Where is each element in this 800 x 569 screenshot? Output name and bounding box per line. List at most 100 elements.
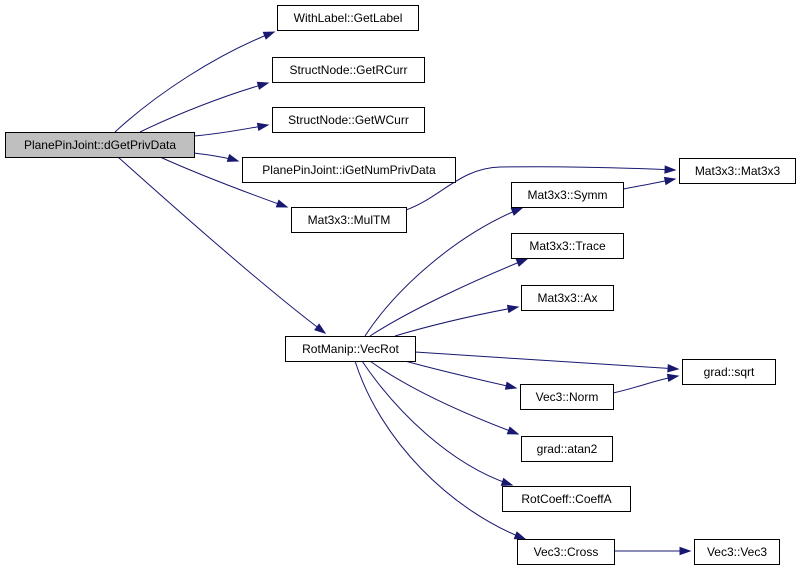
node-box [679, 158, 796, 184]
edge-vecrot-to-norm [404, 360, 518, 390]
edge-dgetprivdata-to-vecrot [117, 156, 327, 334]
edge-line [364, 207, 523, 337]
node-label: StructNode::GetWCurr [288, 113, 409, 127]
node-trace[interactable]: Mat3x3::Trace [511, 233, 624, 259]
edge-line [405, 166, 676, 211]
edge-line [404, 360, 517, 389]
edge-line [361, 360, 513, 486]
edge-line [117, 156, 326, 334]
node-box [682, 359, 776, 385]
node-box [694, 539, 780, 565]
edge-dgetprivdata-to-getlabel [114, 31, 276, 133]
edge-vecrot-to-trace [369, 258, 529, 337]
node-box [272, 107, 425, 133]
edge-line [193, 124, 269, 137]
edge-arrowhead [262, 31, 276, 40]
edge-arrowhead [513, 531, 527, 540]
node-getwcurr[interactable]: StructNode::GetWCurr [272, 107, 425, 133]
node-getrcurr[interactable]: StructNode::GetRCurr [272, 57, 425, 83]
edge-arrowhead [226, 153, 240, 162]
node-norm[interactable]: Vec3::Norm [520, 384, 614, 410]
edge-symm-to-mat3x3 [622, 176, 677, 190]
node-box [242, 157, 456, 183]
node-mat3x3[interactable]: Mat3x3::Mat3x3 [679, 158, 796, 184]
edge-arrowhead [666, 373, 680, 382]
node-label: PlanePinJoint::iGetNumPrivData [262, 163, 436, 177]
edge-vecrot-to-cross [354, 360, 527, 540]
node-box [291, 207, 407, 233]
edge-line [394, 306, 519, 337]
node-label: Mat3x3::MulTM [308, 213, 391, 227]
node-label: Mat3x3::Mat3x3 [695, 164, 781, 178]
node-label: Vec3::Cross [534, 545, 599, 559]
edge-arrowhead [256, 81, 270, 90]
node-vecrot[interactable]: RotManip::VecRot [285, 336, 416, 362]
node-label: RotCoeff::CoeffA [521, 492, 611, 506]
node-box [502, 486, 631, 512]
node-symm[interactable]: Mat3x3::Symm [511, 182, 624, 208]
node-label: Mat3x3::Trace [529, 239, 606, 253]
node-label: Mat3x3::Ax [537, 291, 597, 305]
node-ax[interactable]: Mat3x3::Ax [521, 285, 614, 311]
edge-line [354, 360, 526, 540]
node-box [511, 182, 624, 208]
node-box [272, 57, 425, 83]
node-label: PlanePinJoint::dGetPrivData [24, 138, 176, 152]
edge-line [369, 258, 528, 337]
node-label: StructNode::GetRCurr [289, 63, 407, 77]
node-box [277, 5, 419, 31]
edge-arrowhead [515, 258, 529, 267]
node-box [511, 233, 624, 259]
edge-arrowhead [506, 426, 520, 435]
nodes-layer: PlanePinJoint::dGetPrivData WithLabel::Ge… [5, 5, 796, 565]
edge-arrowhead [500, 477, 514, 486]
edge-arrowhead [667, 364, 680, 373]
node-box [285, 336, 416, 362]
edge-line [159, 156, 288, 208]
edge-dgetprivdata-to-getwcurr [193, 122, 270, 137]
node-box [521, 436, 613, 462]
node-label: Vec3::Norm [536, 390, 599, 404]
node-box [5, 132, 195, 158]
node-getlabel[interactable]: WithLabel::GetLabel [277, 5, 419, 31]
node-box [517, 539, 615, 565]
node-igetnumprivdata[interactable]: PlanePinJoint::iGetNumPrivData [242, 157, 456, 183]
node-label: Vec3::Vec3 [707, 545, 767, 559]
edge-multm-to-mat3x3 [405, 165, 677, 211]
edge-vecrot-to-atan2 [369, 360, 520, 435]
node-sqrt[interactable]: grad::sqrt [682, 359, 776, 385]
edge-vecrot-to-sqrt [414, 351, 680, 373]
node-box [520, 384, 614, 410]
edge-arrowhead [275, 199, 289, 208]
edge-line [414, 351, 679, 370]
node-label: grad::atan2 [537, 442, 598, 456]
node-cross[interactable]: Vec3::Cross [517, 539, 615, 565]
node-atan2[interactable]: grad::atan2 [521, 436, 613, 462]
edge-norm-to-sqrt [612, 373, 680, 394]
edge-arrowhead [664, 165, 677, 174]
node-multm[interactable]: Mat3x3::MulTM [291, 207, 407, 233]
node-box [521, 285, 614, 311]
edge-arrowhead [679, 546, 692, 556]
edge-arrowhead [314, 323, 327, 334]
edge-dgetprivdata-to-igetnumprivdata [193, 152, 240, 162]
edge-cross-to-vec3 [614, 546, 692, 556]
edge-line [369, 360, 519, 435]
edge-arrowhead [504, 381, 518, 390]
edge-dgetprivdata-to-multm [159, 156, 289, 208]
edge-line [114, 31, 275, 133]
edge-vecrot-to-ax [394, 304, 520, 337]
edge-dgetprivdata-to-getrcurr [139, 81, 270, 133]
node-label: WithLabel::GetLabel [294, 11, 403, 25]
node-vec3[interactable]: Vec3::Vec3 [694, 539, 780, 565]
edge-arrowhead [663, 176, 677, 186]
edge-vecrot-to-coeffa [361, 360, 514, 486]
edge-arrowhead [506, 304, 520, 314]
node-coeffa[interactable]: RotCoeff::CoeffA [502, 486, 631, 512]
node-dgetprivdata: PlanePinJoint::dGetPrivData [5, 132, 195, 158]
edge-arrowhead [510, 207, 524, 216]
node-label: Mat3x3::Symm [527, 188, 607, 202]
edge-vecrot-to-symm [364, 207, 524, 337]
edge-line [139, 82, 269, 133]
